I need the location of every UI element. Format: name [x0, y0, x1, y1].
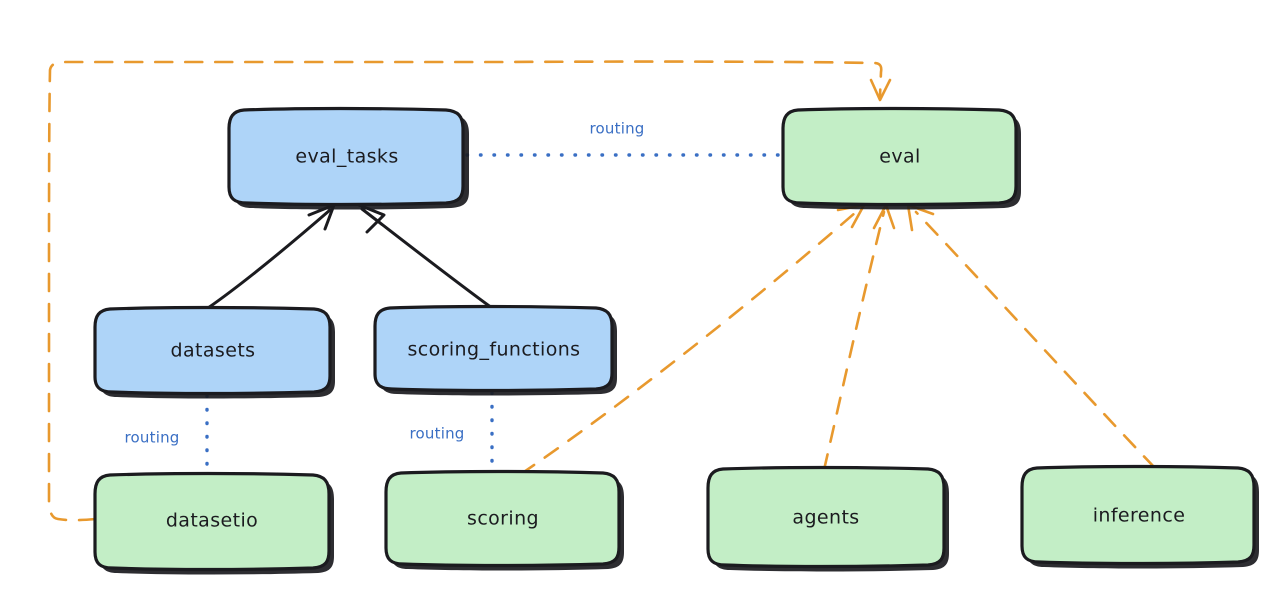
node-inference-shape: [1020, 464, 1256, 566]
node-eval_tasks-shape: [227, 106, 465, 207]
edge-label-routing-scoring: routing: [410, 425, 465, 443]
node-datasetio[interactable]: datasetio: [93, 471, 334, 575]
node-agents-label: agents: [792, 507, 859, 529]
edge-agents-eval: [822, 203, 896, 472]
node-datasetio-label: datasetio: [166, 510, 258, 532]
node-datasets[interactable]: datasets: [93, 305, 335, 399]
node-agents-shape: [706, 465, 946, 569]
node-scoring_functions-label: scoring_functions: [408, 339, 581, 361]
edge-label-routing-datasetio: routing: [125, 429, 180, 447]
node-scoring_functions-shape: [373, 304, 614, 393]
edge-datasets-eval_tasks: [206, 203, 336, 310]
node-inference[interactable]: inference: [1020, 464, 1259, 569]
node-eval_tasks-label: eval_tasks: [295, 146, 398, 168]
edge-datasetio-eval: [47, 60, 892, 522]
node-eval[interactable]: eval: [781, 106, 1021, 210]
edge-inference-eval: [906, 203, 1157, 470]
edge-label-layer: routing routing routing: [125, 120, 645, 447]
node-datasetio-shape: [93, 471, 331, 572]
node-eval_tasks[interactable]: eval_tasks: [227, 106, 469, 210]
edge-scoring_functions-eval_tasks: [357, 203, 494, 310]
node-eval-label: eval: [879, 146, 920, 168]
node-scoring-shape: [384, 469, 621, 568]
node-inference-label: inference: [1093, 505, 1186, 527]
node-agents[interactable]: agents: [706, 465, 949, 572]
node-eval-shape: [781, 106, 1018, 207]
edge-label-routing-eval: routing: [590, 120, 645, 138]
node-scoring-label: scoring: [467, 508, 539, 530]
node-datasets-label: datasets: [171, 340, 256, 362]
node-scoring[interactable]: scoring: [384, 469, 624, 571]
node-scoring_functions[interactable]: scoring_functions: [373, 304, 617, 396]
node-datasets-shape: [93, 305, 332, 396]
